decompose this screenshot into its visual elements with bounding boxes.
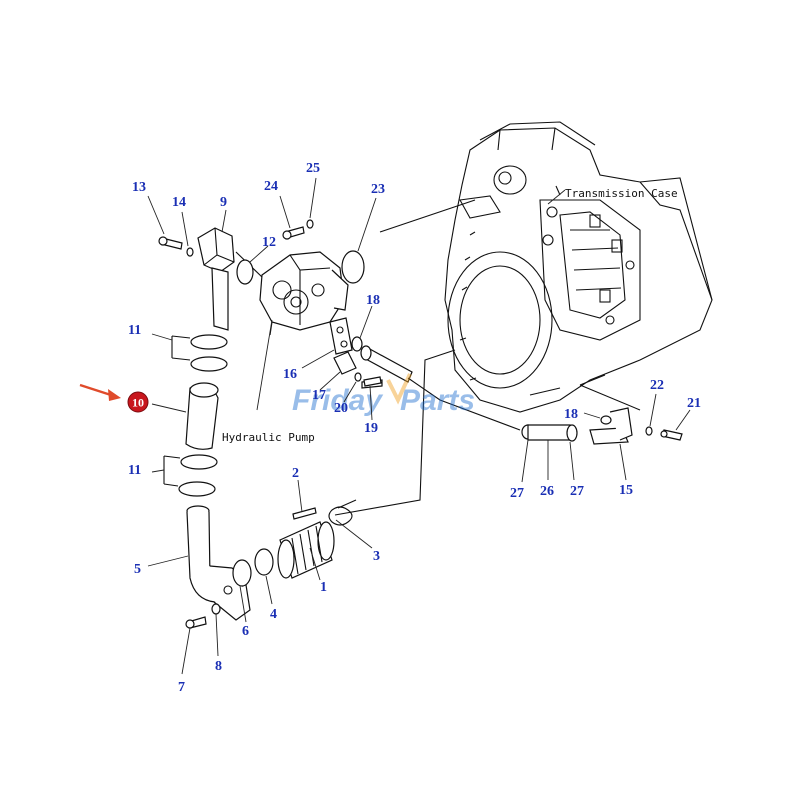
flange-bolts-drawing bbox=[185, 603, 221, 629]
elbow-bolt-drawing bbox=[158, 236, 194, 257]
callout-numbers: 13 14 9 24 25 23 12 18 11 16 17 20 19 11… bbox=[128, 161, 701, 695]
callout-7: 7 bbox=[178, 680, 185, 695]
callout-18-lower: 18 bbox=[564, 407, 578, 422]
callout-27-right: 27 bbox=[570, 484, 584, 499]
callout-19: 19 bbox=[364, 421, 378, 436]
watermark: Friday Parts bbox=[292, 373, 475, 417]
callout-15: 15 bbox=[619, 483, 633, 498]
callout-26: 26 bbox=[540, 484, 554, 499]
hose-clamps-lower-drawing bbox=[163, 454, 218, 497]
delivery-pipe-drawing bbox=[354, 345, 413, 389]
callout-18-upper: 18 bbox=[366, 293, 380, 308]
o-ring-23-drawing bbox=[341, 250, 365, 284]
callout-11-upper: 11 bbox=[128, 323, 141, 338]
callout-12: 12 bbox=[262, 235, 276, 250]
pin-and-spring-drawing bbox=[292, 499, 373, 549]
bolt-19-drawing bbox=[363, 376, 382, 387]
callout-8: 8 bbox=[215, 659, 222, 674]
callout-14: 14 bbox=[172, 195, 186, 210]
o-rings-drawing bbox=[232, 548, 274, 587]
callout-4: 4 bbox=[270, 607, 277, 622]
hose-drawing bbox=[185, 382, 219, 450]
pointer-arrow-icon bbox=[108, 389, 121, 401]
callout-13: 13 bbox=[132, 180, 146, 195]
o-ring-12-drawing bbox=[236, 259, 254, 285]
leader-lines bbox=[147, 177, 691, 675]
callout-1: 1 bbox=[320, 580, 327, 595]
watermark-friday: Friday bbox=[292, 384, 383, 417]
pointer-arrow-shaft bbox=[79, 383, 115, 398]
highlight-badge bbox=[127, 391, 149, 413]
elbow-15-drawing bbox=[589, 407, 683, 445]
adapter-fittings-drawing bbox=[521, 424, 578, 442]
callout-23: 23 bbox=[371, 182, 385, 197]
callout-17: 17 bbox=[312, 388, 326, 403]
callout-2: 2 bbox=[292, 466, 299, 481]
callout-25: 25 bbox=[306, 161, 320, 176]
suction-elbow-drawing bbox=[197, 227, 263, 331]
transmission-case-label: Transmission Case bbox=[565, 187, 678, 200]
callout-24: 24 bbox=[264, 179, 278, 194]
hose-clamps-upper-drawing bbox=[171, 334, 228, 372]
flange-16-drawing bbox=[329, 317, 363, 375]
transmission-case-drawing bbox=[444, 121, 713, 413]
callout-16: 16 bbox=[283, 367, 297, 382]
callout-10: 10 bbox=[132, 396, 144, 410]
callout-3: 3 bbox=[373, 549, 380, 564]
pipe-run-drawing bbox=[334, 199, 641, 516]
callout-11-lower: 11 bbox=[128, 463, 141, 478]
callout-27-left: 27 bbox=[510, 486, 524, 501]
watermark-parts: Parts bbox=[400, 384, 475, 417]
hydraulic-pump-label: Hydraulic Pump bbox=[222, 431, 315, 444]
watermark-check-icon bbox=[386, 373, 412, 405]
callout-21: 21 bbox=[687, 396, 701, 411]
callout-22: 22 bbox=[650, 378, 664, 393]
callout-20: 20 bbox=[334, 401, 348, 416]
strainer-drawing bbox=[277, 521, 335, 579]
pump-bolt-drawing bbox=[282, 219, 314, 240]
callout-6: 6 bbox=[242, 624, 249, 639]
callout-9: 9 bbox=[220, 195, 227, 210]
callout-5: 5 bbox=[134, 562, 141, 577]
highlighted-callout-10: 10 bbox=[79, 383, 149, 413]
